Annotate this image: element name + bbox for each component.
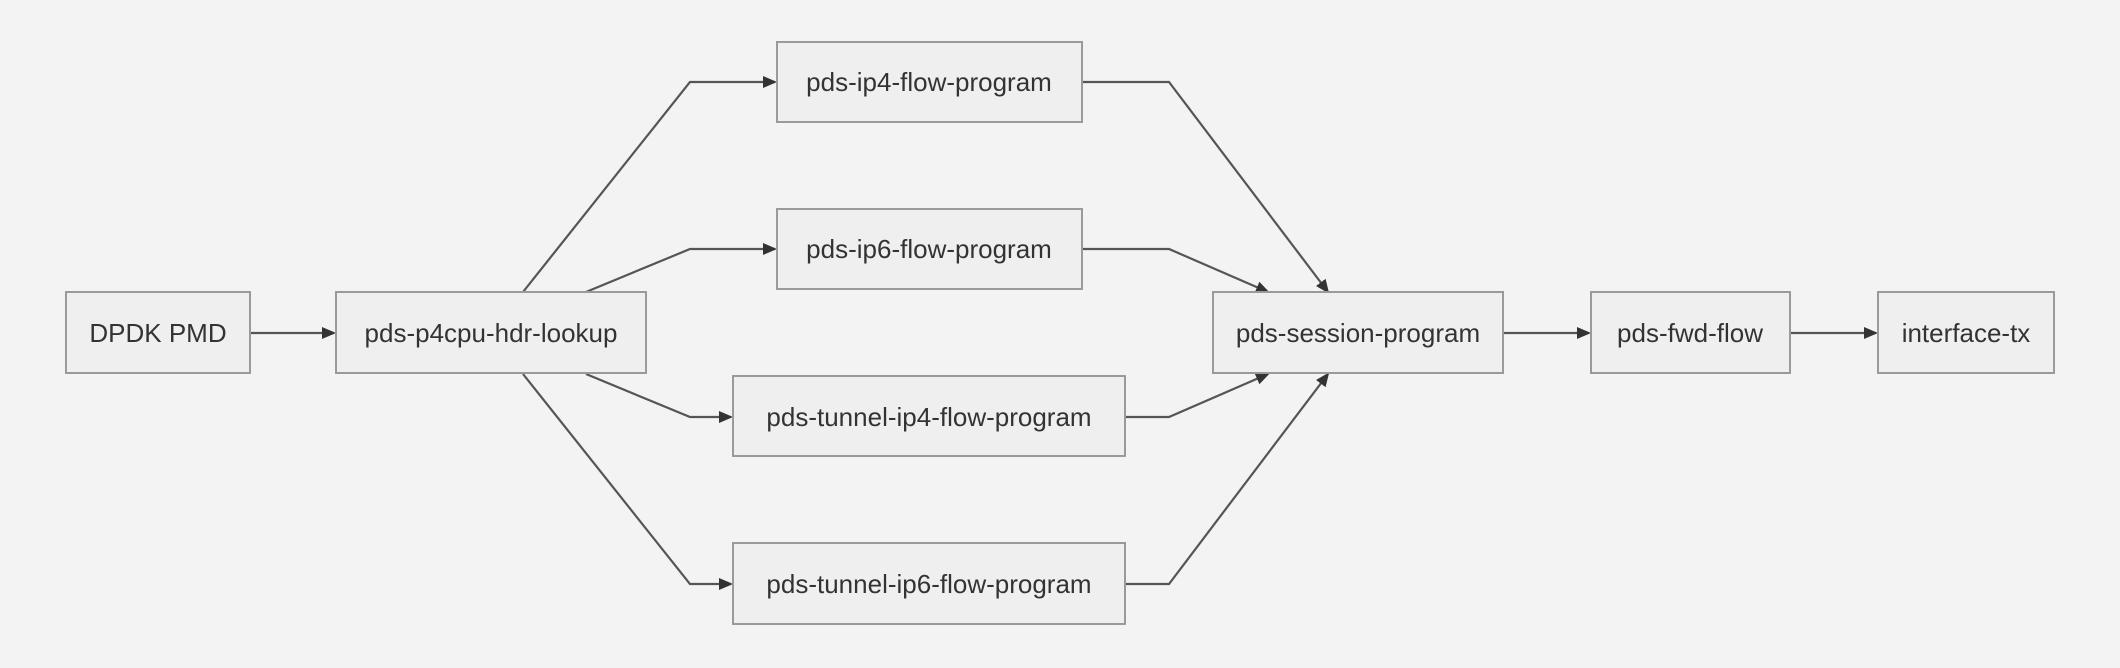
edge-tunnel-ip6-to-session bbox=[1126, 372, 1330, 586]
edge-tunnel-ip4-to-session bbox=[1126, 372, 1270, 419]
node-label: pds-ip6-flow-program bbox=[806, 234, 1052, 264]
node-label: interface-tx bbox=[1902, 318, 2031, 348]
node-pds-fwd-flow: pds-fwd-flow bbox=[1590, 291, 1791, 374]
node-pds-tunnel-ip6-flow-program: pds-tunnel-ip6-flow-program bbox=[732, 542, 1126, 625]
node-pds-p4cpu-hdr-lookup: pds-p4cpu-hdr-lookup bbox=[335, 291, 647, 374]
edge-ip4-flow-to-session bbox=[1083, 80, 1330, 294]
node-label: pds-ip4-flow-program bbox=[806, 67, 1052, 97]
node-pds-tunnel-ip4-flow-program: pds-tunnel-ip4-flow-program bbox=[732, 375, 1126, 457]
node-pds-ip6-flow-program: pds-ip6-flow-program bbox=[776, 208, 1083, 290]
edge-ip6-flow-to-session bbox=[1083, 247, 1270, 294]
edge-hdr-lookup-to-tunnel-ip4 bbox=[585, 372, 733, 423]
node-pds-session-program: pds-session-program bbox=[1212, 291, 1504, 374]
node-label: pds-p4cpu-hdr-lookup bbox=[365, 318, 618, 348]
node-dpdk-pmd: DPDK PMD bbox=[65, 291, 251, 374]
node-label: pds-tunnel-ip6-flow-program bbox=[766, 569, 1091, 599]
node-interface-tx: interface-tx bbox=[1877, 291, 2055, 374]
edges bbox=[250, 76, 1878, 590]
node-label: pds-fwd-flow bbox=[1617, 318, 1763, 348]
node-label: DPDK PMD bbox=[89, 318, 226, 348]
node-label: pds-session-program bbox=[1236, 318, 1480, 348]
node-pds-ip4-flow-program: pds-ip4-flow-program bbox=[776, 41, 1083, 123]
edge-hdr-lookup-to-tunnel-ip6 bbox=[522, 373, 733, 590]
edge-hdr-lookup-to-ip4-flow bbox=[522, 76, 777, 293]
node-label: pds-tunnel-ip4-flow-program bbox=[766, 402, 1091, 432]
edge-hdr-lookup-to-ip6-flow bbox=[585, 243, 777, 294]
